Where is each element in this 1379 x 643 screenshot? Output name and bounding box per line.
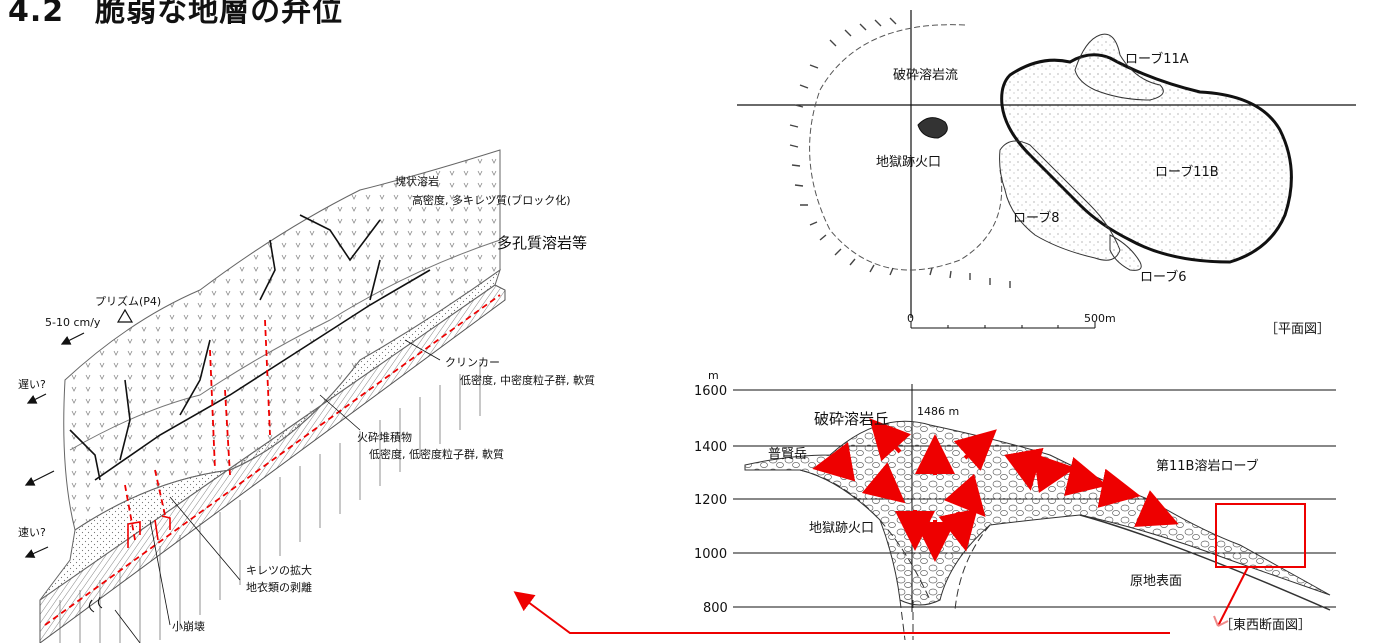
prism-marker-icon [116,308,134,323]
label-slow: 遅い? [18,378,46,391]
connector-arrow [513,566,1249,634]
lobe-8-outline [999,140,1121,261]
label-fast: 速い? [18,526,46,539]
plan-view: ローブ11A 破砕溶岩流 地獄跡火口 ローブ11B ローブ8 ローブ6 0 50… [737,10,1356,337]
label-original-ground: 原地表面 [1130,574,1182,589]
tick-1000: 1000 [694,547,727,562]
tick-1200: 1200 [694,493,727,508]
label-unit-m: m [708,369,719,382]
label-section-crater: 地獄跡火口 [809,520,874,536]
label-section-caption: ［東西断面図］ [1220,617,1311,633]
block-diagram: 塊状溶岩 高密度, 多キレツ質(ブロック化) 多孔質溶岩等 プリズム(P4) 5… [18,149,595,643]
cross-section: m 1600 1400 1200 1000 800 破砕溶岩丘 1486 m 普… [694,369,1336,641]
label-breccia-flow: 破砕溶岩流 [893,68,958,83]
red-dashed-lines [44,294,501,626]
label-porous-lava: 多孔質溶岩等 [497,234,587,252]
highlight-box [1215,503,1306,568]
fracture-marks [127,515,171,548]
label-scale-0: 0 [907,312,914,325]
lobe-11a-outline [1074,33,1164,101]
tick-800: 800 [703,601,728,616]
crack-lines [69,214,431,481]
label-lobe-11b-section: 第11B溶岩ローブ [1156,458,1259,474]
lobe-6-outline [1109,234,1142,271]
label-speed: 5-10 cm/y [45,316,101,329]
label-crack: キレツの拡大 [246,563,312,577]
label-clinker: クリンカー [445,356,500,369]
label-breccia-dome: 破砕溶岩丘 [814,410,889,428]
tick-1400: 1400 [694,440,727,455]
label-prism: プリズム(P4) [95,294,161,308]
label-plan-crater: 地獄跡火口 [876,154,941,170]
rim-tick-marks [789,17,1011,288]
label-pyroclastic-desc: 低密度, 低密度粒子群, 軟質 [369,447,504,461]
label-clinker-desc: 低密度, 中密度粒子群, 軟質 [460,373,595,387]
label-fugendake: 普賢岳 [768,447,807,462]
label-crack-desc: 地衣類の剥離 [246,580,312,594]
movement-arrows [24,332,85,558]
label-scale-500: 500m [1084,312,1116,325]
label-small-collapse: 小崩壊 [172,619,205,633]
flow-arrows [812,418,1179,562]
label-lobe-11b: ローブ11B [1155,164,1219,180]
page-title: 4.2 脆弱な地層の弁位 [8,0,344,29]
label-lobe-11a: ローブ11A [1125,51,1189,67]
crater-mark [917,117,948,139]
label-lava-dome: 塊状溶岩 [395,174,439,188]
label-peak-elevation: 1486 m [917,405,959,418]
massive-lava-layer [63,149,501,531]
label-pyroclastic: 火砕堆積物 [357,430,412,444]
scale-bar [910,322,1096,329]
label-lobe-6: ローブ6 [1140,269,1187,285]
label-lava-dome-desc: 高密度, 多キレツ質(ブロック化) [412,193,571,207]
tick-1600: 1600 [694,384,727,399]
label-lobe-8: ローブ8 [1013,210,1060,226]
label-plan-caption: ［平面図］ [1265,322,1330,337]
